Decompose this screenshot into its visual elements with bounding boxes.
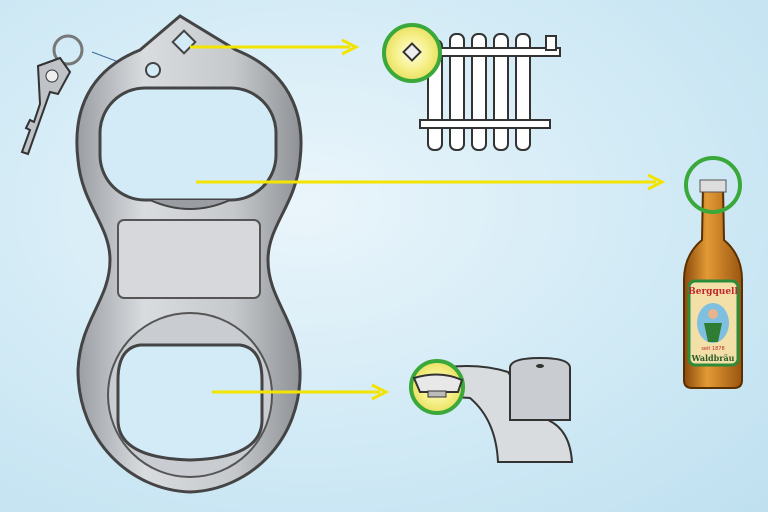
arrow-to-bottle — [196, 173, 666, 191]
svg-text:seit 1878: seit 1878 — [701, 346, 724, 352]
svg-text:Bergquell: Bergquell — [688, 287, 738, 297]
arrow-to-faucet — [212, 383, 390, 401]
beer-bottle-icon: Bergquell seit 1878 Waldbräu — [683, 156, 743, 389]
key-icon — [20, 34, 141, 156]
faucet-icon — [409, 356, 574, 463]
highlight-bottle-cap — [684, 156, 742, 214]
radiator-icon — [382, 23, 561, 151]
arrow-to-radiator — [190, 38, 360, 56]
svg-text:Waldbräu: Waldbräu — [691, 353, 735, 363]
bottle-opener-tool — [75, 14, 303, 494]
